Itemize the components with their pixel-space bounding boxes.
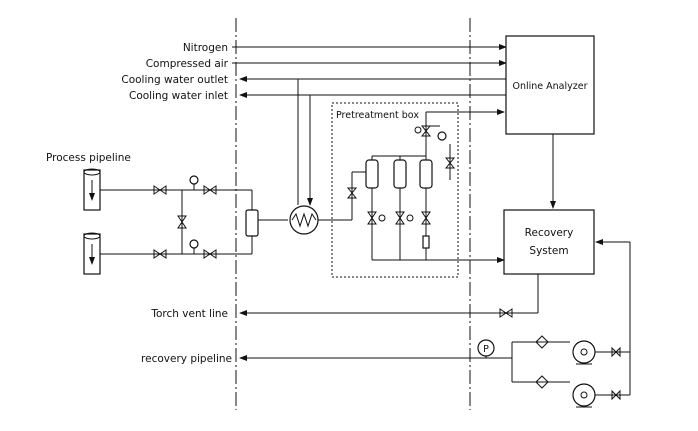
valve-lower-1-icon — [153, 249, 167, 259]
drain-valve-1-icon — [367, 211, 377, 225]
drain-actuator-1-icon — [378, 214, 386, 222]
separator-2-icon — [393, 159, 407, 189]
pump-lower-icon — [572, 383, 596, 408]
online-analyzer-box — [505, 35, 595, 135]
pump-upper-icon — [572, 340, 596, 365]
recovery-system-box — [503, 209, 595, 275]
recovery-pressure-gauge-icon: P — [477, 339, 495, 358]
valve-upper-2-icon — [203, 185, 217, 195]
valve-lower-2-icon — [203, 249, 217, 259]
analyzer-gauge-icon — [426, 125, 447, 141]
pump-valve-lower-icon — [611, 389, 621, 401]
label-process-pipeline: Process pipeline — [46, 152, 131, 164]
label-recovery-pipeline: recovery pipeline — [141, 353, 232, 365]
online-analyzer-label: Online Analyzer — [512, 81, 587, 92]
heat-exchanger-icon — [289, 205, 319, 235]
svg-text:P: P — [483, 344, 489, 355]
process-pipe-lower — [83, 232, 101, 275]
separator-1-icon — [365, 159, 379, 189]
torch-vent-valve-icon — [499, 308, 513, 318]
vent-valve-icon — [444, 157, 456, 169]
separator-3-icon — [419, 159, 433, 189]
label-nitrogen: Nitrogen — [183, 42, 228, 54]
pump-valve-upper-icon — [611, 346, 621, 358]
valve-upper-1-icon — [153, 185, 167, 195]
check-valve-upper-icon — [535, 335, 549, 349]
pretreatment-box-label: Pretreatment box — [336, 110, 419, 121]
pretreat-valve-icon — [346, 187, 358, 199]
label-cooling-water-inlet: Cooling water inlet — [129, 90, 228, 102]
recovery-system-label-1: Recovery — [525, 227, 574, 239]
flow-meter-icon — [422, 235, 430, 249]
drain-valve-3-icon — [421, 211, 431, 225]
analyzer-actuator-icon — [414, 126, 422, 134]
valve-bypass-icon — [177, 215, 187, 229]
label-compressed-air: Compressed air — [146, 58, 229, 70]
filter-icon — [245, 209, 259, 242]
check-valve-lower-icon — [535, 375, 549, 389]
recovery-system-label-2: System — [529, 245, 568, 257]
pressure-gauge-lower-icon — [189, 239, 199, 254]
pretreatment-box — [331, 102, 459, 278]
label-cooling-water-outlet: Cooling water outlet — [121, 74, 228, 86]
pressure-gauge-upper-icon — [189, 175, 199, 190]
drain-valve-2-icon — [395, 211, 405, 225]
drain-actuator-2-icon — [406, 214, 414, 222]
label-torch-vent-line: Torch vent line — [150, 308, 228, 320]
process-pipe-upper — [83, 168, 101, 211]
